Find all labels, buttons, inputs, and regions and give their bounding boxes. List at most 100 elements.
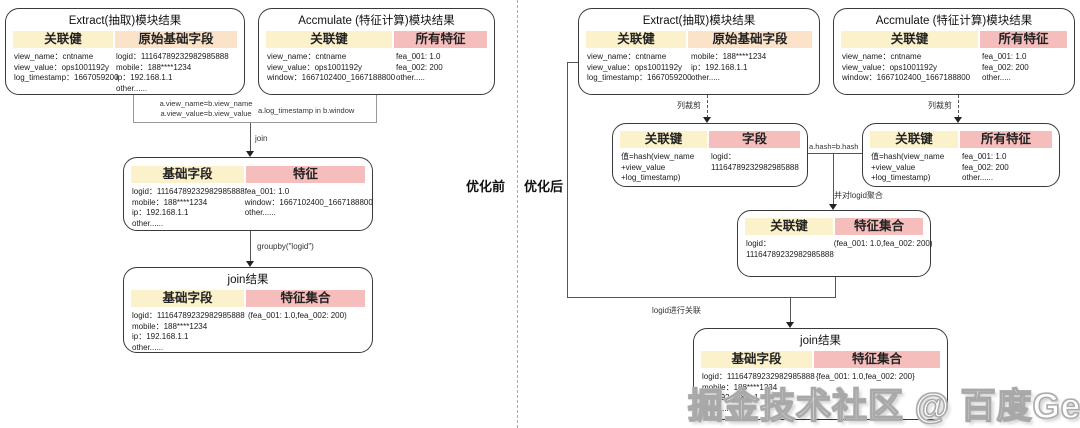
feature-set-column: (fea_001: 1.0,fea_002: 200) <box>248 311 347 353</box>
key-column-header: 关联键 <box>266 31 392 48</box>
key-column: view_name：cntname view_value：ops1001192y… <box>267 52 396 84</box>
column-headers: 基础字段 特征集合 <box>701 351 940 368</box>
hash-equality-line <box>808 153 862 154</box>
fields-column-header: 原始基础字段 <box>688 31 812 48</box>
base-fields-column: logid：11164789232982985888 mobile：188***… <box>132 187 245 229</box>
field-line: +log_timestamp) <box>871 173 931 182</box>
field-line: other...... <box>702 403 734 413</box>
field-line: mobile：188****1234 <box>702 382 778 392</box>
after-label: 优化后 <box>524 179 564 194</box>
aggregated-features-box: 关联键 特征集合 logid： 11164789232982985888 (fe… <box>737 210 933 277</box>
field-column-header: 字段 <box>709 131 800 148</box>
before-label: 优化前 <box>466 179 506 194</box>
key-column-header: 关联键 <box>841 31 978 48</box>
feature-set-header: 特征集合 <box>814 351 940 368</box>
field-line: logid：11164789232982985888 <box>132 311 245 320</box>
hashed-key-box-accumulate: 关联键 所有特征 值=hash(view_name +view_value +l… <box>862 123 1060 187</box>
fields-column: mobile：188****1234 ip：192.168.1.1 other.… <box>691 52 766 84</box>
hash-equality-label: a.hash=b.hash <box>809 142 859 151</box>
field-line: fea_001: 1.0 <box>244 187 290 196</box>
field-line: other...... <box>132 218 164 228</box>
box-body: view_name：cntname view_value：ops1001192y… <box>267 52 486 84</box>
field-line: +view_value <box>871 162 916 172</box>
final-join-arrow-line <box>790 297 791 322</box>
join-arrow-line <box>250 123 251 151</box>
left-routing-line <box>567 62 568 297</box>
groupby-label: groupby("logid") <box>257 242 314 251</box>
column-headers: 基础字段 特征 <box>131 166 365 183</box>
logid-column: logid： 11164789232982985888 <box>746 239 834 260</box>
field-line: 值=hash(view_name <box>621 152 695 161</box>
aggregate-arrow-head <box>829 204 837 210</box>
field-line: ip：192.168.1.1 <box>702 393 759 402</box>
logid-column: logid： 11164789232982985888 <box>711 152 799 184</box>
join-condition-band <box>133 95 377 123</box>
field-line: ip：192.168.1.1 <box>132 208 189 217</box>
join-arrow-head <box>246 151 254 157</box>
feature-set-column: {fea_001: 1.0,fea_002: 200} <box>816 372 915 414</box>
field-line: 11164789232982985888 <box>711 162 799 172</box>
base-fields-header: 基础字段 <box>701 351 812 368</box>
join-by-logid-label: logid进行关联 <box>652 306 701 315</box>
field-line: logid： <box>711 152 736 161</box>
field-line: +log_timestamp) <box>621 173 681 182</box>
hash-formula-column: 值=hash(view_name +view_value +log_timest… <box>871 152 962 184</box>
box-body: logid：11164789232982985888 mobile：188***… <box>132 311 364 353</box>
field-line: window：1667102400_1667188800 <box>842 73 971 82</box>
box-body: view_name：cntname view_value：ops1001192y… <box>842 52 1066 84</box>
field-line: mobile：188****1234 <box>691 52 767 61</box>
field-line: view_name：cntname <box>842 52 922 61</box>
watermark-text: 掘金技术社区 @ 百度Geek说 <box>687 386 1080 426</box>
column-headers: 关联键 所有特征 <box>841 31 1067 48</box>
key-column-header: 关联健 <box>13 31 113 48</box>
box-title: Extract(抽取)模块结果 <box>68 15 182 27</box>
key-column-header: 关联键 <box>620 131 707 148</box>
extract-result-box-before: Extract(抽取)模块结果 关联健 原始基础字段 view_name：cnt… <box>5 8 245 95</box>
column-headers: 关联键 所有特征 <box>870 131 1052 148</box>
field-line: other...... <box>962 173 994 182</box>
box-body: logid： 11164789232982985888 (fea_001: 1.… <box>746 239 933 260</box>
field-line: fea_001: 1.0 <box>396 52 441 61</box>
box-title: Extract(抽取)模块结果 <box>642 15 756 27</box>
prune-arrow-line-extract <box>707 95 708 118</box>
joined-fields-box-before: 基础字段 特征 logid：11164789232982985888 mobil… <box>123 157 373 231</box>
key-column: view_name：cntname view_value：ops1001192y… <box>587 52 692 84</box>
join-result-box-before: join结果 基础字段 特征集合 logid：11164789232982985… <box>123 267 373 353</box>
join-condition-equality: a.view_name=b.view_name a.view_value=b.v… <box>152 99 260 118</box>
prune-label-extract: 列裁剪 <box>677 101 701 110</box>
field-line: fea_001: 1.0 <box>962 152 1007 161</box>
column-headers: 关联键 字段 <box>620 131 800 148</box>
feature-set-header: 特征集合 <box>835 218 923 235</box>
before-after-divider <box>517 0 518 428</box>
key-column-header: 关联健 <box>586 31 686 48</box>
field-line: ip：192.168.1.1 <box>132 332 189 341</box>
prune-arrow-head-extract <box>703 117 711 123</box>
base-fields-column: logid：11164789232982985888 mobile：188***… <box>702 372 816 414</box>
field-line: view_name：cntname <box>267 52 347 61</box>
field-line: view_value：ops1001192y <box>14 62 110 72</box>
field-line: ip：192.168.1.1 <box>691 62 748 72</box>
field-line: {fea_001: 1.0,fea_002: 200} <box>816 372 915 381</box>
join-result-box-after: join结果 基础字段 特征集合 logid：11164789232982985… <box>693 328 948 420</box>
column-headers: 关联健 原始基础字段 <box>13 31 237 48</box>
column-headers: 关联键 所有特征 <box>266 31 487 48</box>
field-line: logid：11164789232982985888 <box>116 52 229 61</box>
features-column-header: 所有特征 <box>394 31 487 48</box>
extract-result-box-after: Extract(抽取)模块结果 关联健 原始基础字段 view_name：cnt… <box>578 8 820 95</box>
field-line: log_timestamp：1667059200 <box>587 73 692 82</box>
field-line: other...... <box>116 83 148 93</box>
hashed-key-box-extract: 关联键 字段 值=hash(view_name +view_value +log… <box>612 123 808 187</box>
key-column: view_name：cntname view_value：ops1001192y… <box>14 52 119 94</box>
groupby-arrow-line <box>250 231 251 261</box>
final-join-arrow-head <box>786 322 794 328</box>
field-line: other...... <box>244 208 276 217</box>
field-line: view_value：ops1001192y <box>267 62 363 72</box>
column-headers: 关联健 原始基础字段 <box>586 31 812 48</box>
aggregate-label: 并对logid聚合 <box>834 191 883 200</box>
prune-arrow-head-accumulate <box>954 117 962 123</box>
base-fields-column: logid：11164789232982985888 mobile：188***… <box>132 311 248 353</box>
base-fields-header: 基础字段 <box>131 166 244 183</box>
fields-column: logid：11164789232982985888 mobile：188***… <box>116 52 229 94</box>
field-line: view_value：ops1001192y <box>587 62 683 72</box>
